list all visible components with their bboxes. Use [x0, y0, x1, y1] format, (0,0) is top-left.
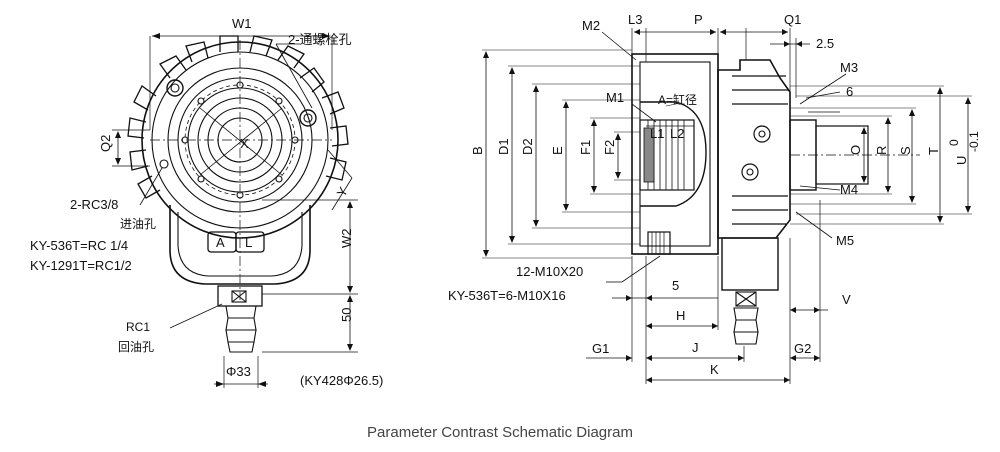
label-6: 6: [846, 84, 853, 99]
label-b: B: [470, 146, 485, 155]
side-view: [482, 28, 972, 384]
label-g2: G2: [794, 341, 811, 356]
label-u: U: [954, 156, 969, 165]
label-e: E: [550, 146, 565, 155]
label-m5: M5: [836, 233, 854, 248]
label-l3: L3: [628, 12, 642, 27]
label-d1: D1: [496, 138, 511, 155]
label-phi33: Φ33: [226, 364, 251, 379]
label-l1: L1: [650, 126, 664, 141]
front-labels: W1 2-通螺栓孔 Q2 X Y 2-RC3/8 进油孔 KY-536T=RC …: [30, 16, 383, 388]
label-q2: Q2: [98, 135, 113, 152]
label-j: J: [692, 340, 699, 355]
label-m4: M4: [840, 182, 858, 197]
label-r: R: [874, 146, 889, 155]
label-h: H: [676, 308, 685, 323]
label-y: Y: [334, 184, 351, 199]
label-f2: F2: [602, 140, 617, 155]
label-return-thread: RC1: [126, 320, 150, 334]
label-m2: M2: [582, 18, 600, 33]
front-view: [112, 33, 358, 388]
label-w1: W1: [232, 16, 252, 31]
label-x: X: [240, 136, 249, 151]
label-t: T: [926, 147, 941, 155]
label-u-tol-bottom: -0.1: [967, 131, 981, 152]
label-m1: M1: [606, 90, 624, 105]
label-note-428: (KY428Φ26.5): [300, 373, 383, 388]
label-5: 5: [672, 278, 679, 293]
label-p: P: [694, 12, 703, 27]
label-d2: D2: [520, 138, 535, 155]
label-v: V: [842, 292, 851, 307]
label-inlet-thread: 2-RC3/8: [70, 197, 118, 212]
label-cylinder: A=缸径: [658, 92, 697, 107]
badge-a: A: [216, 235, 225, 250]
label-s: S: [898, 146, 913, 155]
diagram-caption: Parameter Contrast Schematic Diagram: [367, 424, 633, 441]
label-bolt-536: KY-536T=6-M10X16: [448, 288, 566, 303]
label-bolt-hole: 2-通螺栓孔: [288, 32, 352, 47]
side-labels: M2 L3 P Q1 2.5 M3 6 M1 A=缸径 L1 L2 B D1 D…: [448, 12, 981, 377]
badge-l: L: [245, 235, 252, 250]
label-model-1291: KY-1291T=RC1/2: [30, 258, 132, 273]
label-o: O: [848, 145, 863, 155]
label-u-tol-top: 0: [947, 139, 961, 146]
label-f1: F1: [578, 140, 593, 155]
label-bolt-12: 12-M10X20: [516, 264, 583, 279]
label-50: 50: [339, 308, 354, 322]
label-inlet: 进油孔: [120, 217, 156, 231]
label-w2: W2: [339, 229, 354, 249]
label-2-5: 2.5: [816, 36, 834, 51]
label-model-536: KY-536T=RC 1/4: [30, 238, 128, 253]
label-k: K: [710, 362, 719, 377]
label-q1: Q1: [784, 12, 801, 27]
schematic-drawing: W1 2-通螺栓孔 Q2 X Y 2-RC3/8 进油孔 KY-536T=RC …: [30, 12, 981, 388]
label-l2: L2: [670, 126, 684, 141]
label-m3: M3: [840, 60, 858, 75]
label-g1: G1: [592, 341, 609, 356]
label-return: 回油孔: [118, 340, 154, 354]
